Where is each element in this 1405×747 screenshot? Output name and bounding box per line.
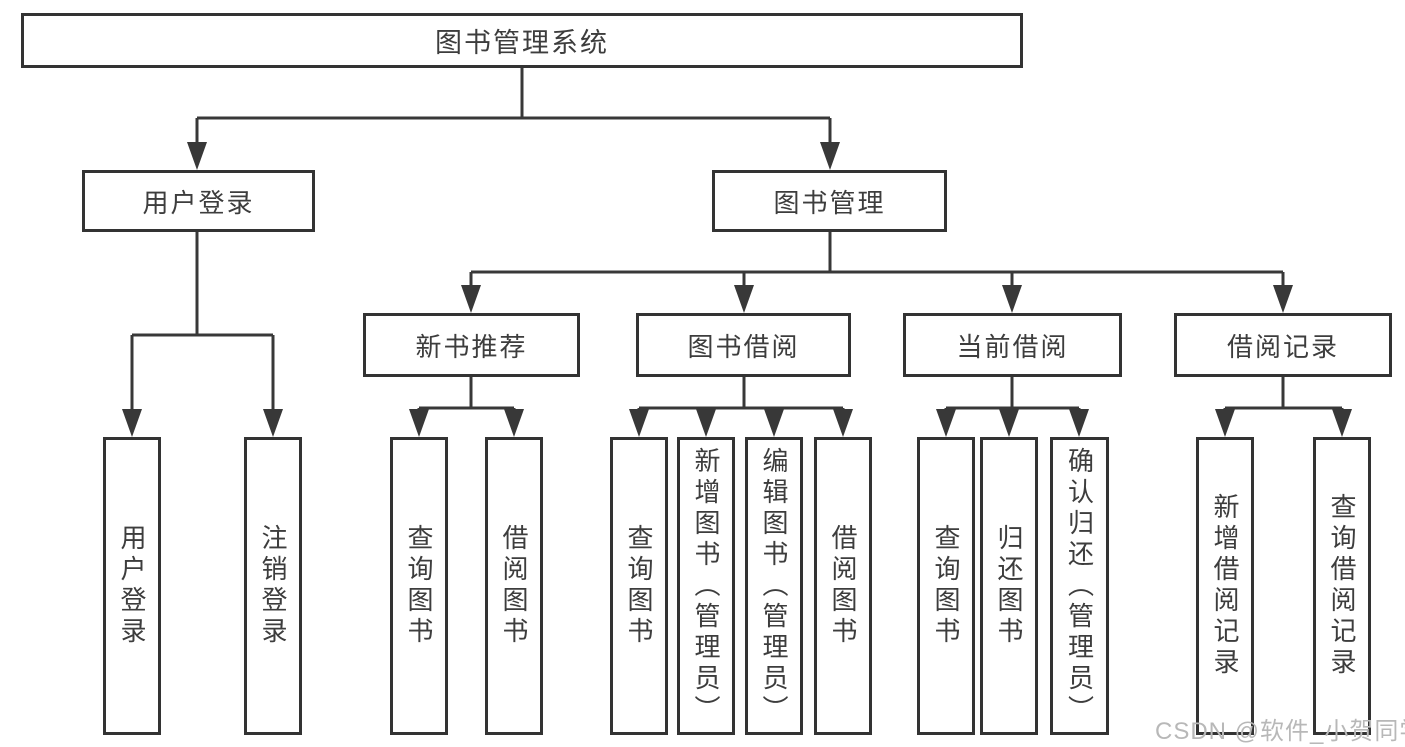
leaf-logout: 注销登录 xyxy=(244,437,302,735)
leaf-user-login: 用户登录 xyxy=(103,437,161,735)
node-new-book-recommend-label: 新书推荐 xyxy=(415,331,528,362)
node-book-borrowing-label: 图书借阅 xyxy=(687,331,800,362)
arrowheads-root-to-branches xyxy=(187,142,840,170)
leaf-query-borrow-record-label: 查询借阅记录 xyxy=(1327,493,1357,679)
leaf-add-borrow-record: 新增借阅记录 xyxy=(1196,437,1254,735)
connector-borrowing-to-leaves xyxy=(637,377,845,416)
node-user-login-branch: 用户登录 xyxy=(82,170,315,232)
leaf-query-books-borrowing: 查询图书 xyxy=(610,437,668,735)
node-current-borrowing: 当前借阅 xyxy=(903,313,1122,377)
leaf-query-books-recommend: 查询图书 xyxy=(390,437,448,735)
leaf-logout-label: 注销登录 xyxy=(258,524,288,648)
node-book-management-branch: 图书管理 xyxy=(712,170,947,232)
arrowheads-records-leaves xyxy=(1215,409,1352,437)
leaf-edit-book-admin: 编辑图书（管理员） xyxy=(745,437,803,735)
node-user-login-branch-label: 用户登录 xyxy=(142,187,255,218)
connector-new-books-to-leaves xyxy=(417,377,516,416)
node-new-book-recommend: 新书推荐 xyxy=(363,313,580,377)
arrowheads-user-login-leaves xyxy=(122,409,283,437)
leaf-user-login-label: 用户登录 xyxy=(117,524,147,648)
leaf-add-borrow-record-label: 新增借阅记录 xyxy=(1210,493,1240,679)
leaf-query-books-recommend-label: 查询图书 xyxy=(404,524,434,648)
leaf-query-books-current-label: 查询图书 xyxy=(931,524,961,648)
leaf-borrow-books-recommend: 借阅图书 xyxy=(485,437,543,735)
connector-records-to-leaves xyxy=(1223,377,1344,416)
leaf-borrow-books-borrowing-label: 借阅图书 xyxy=(828,524,858,648)
leaf-edit-book-admin-label: 编辑图书（管理员） xyxy=(759,446,789,726)
csdn-watermark: CSDN @软件_小贺同学 xyxy=(1155,718,1405,745)
node-book-management-branch-label: 图书管理 xyxy=(773,187,886,218)
leaf-add-book-admin-label: 新增图书（管理员） xyxy=(691,446,721,726)
node-root-library-system: 图书管理系统 xyxy=(21,13,1023,68)
arrowheads-borrowing-leaves xyxy=(629,409,853,437)
leaf-query-borrow-record: 查询借阅记录 xyxy=(1313,437,1371,735)
node-current-borrowing-label: 当前借阅 xyxy=(956,331,1069,362)
connector-root-to-branches xyxy=(195,68,832,150)
node-root-label: 图书管理系统 xyxy=(435,28,609,58)
arrowheads-current-leaves xyxy=(936,409,1089,437)
leaf-return-book-label: 归还图书 xyxy=(994,524,1024,648)
node-borrowing-records-label: 借阅记录 xyxy=(1226,331,1339,362)
leaf-return-book: 归还图书 xyxy=(980,437,1038,735)
leaf-add-book-admin: 新增图书（管理员） xyxy=(677,437,735,735)
node-book-borrowing: 图书借阅 xyxy=(636,313,851,377)
node-borrowing-records: 借阅记录 xyxy=(1174,313,1392,377)
arrowheads-new-books-leaves xyxy=(409,409,524,437)
leaf-confirm-return-admin-label: 确认归还（管理员） xyxy=(1064,446,1095,726)
connector-book-mgmt-to-groups xyxy=(469,232,1285,293)
leaf-confirm-return-admin: 确认归还（管理员） xyxy=(1050,437,1109,735)
leaf-query-books-borrowing-label: 查询图书 xyxy=(624,524,654,648)
leaf-borrow-books-recommend-label: 借阅图书 xyxy=(499,524,529,648)
arrowheads-book-mgmt-groups xyxy=(461,285,1293,313)
connector-user-login-to-leaves xyxy=(130,232,275,418)
leaf-query-books-current: 查询图书 xyxy=(917,437,975,735)
leaf-borrow-books-borrowing: 借阅图书 xyxy=(814,437,872,735)
